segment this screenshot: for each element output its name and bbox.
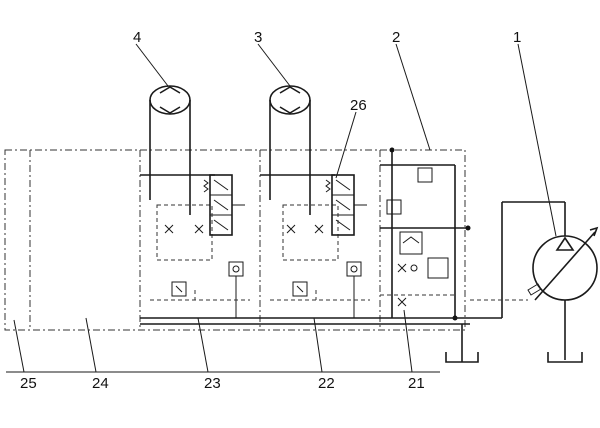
- label-21: 21: [408, 375, 425, 392]
- hydraulic-motor-icon: [149, 85, 191, 150]
- label-motor-3: 3: [254, 29, 262, 46]
- label-valve-26: 26: [350, 97, 367, 114]
- valve-block-left: [140, 150, 250, 318]
- label-22: 22: [318, 375, 335, 392]
- section-boundaries: [4, 149, 466, 331]
- label-23: 23: [204, 375, 221, 392]
- directional-valve-icon: [325, 174, 367, 236]
- directional-valve-icon: [203, 174, 245, 236]
- label-24: 24: [92, 375, 109, 392]
- tank-icon: [445, 352, 479, 363]
- variable-pump-icon: [470, 201, 599, 363]
- label-inlet-block-2: 2: [392, 29, 400, 46]
- leader-lines: [6, 43, 557, 373]
- valve-block-middle: [260, 150, 370, 318]
- hydraulic-motor-icon: [269, 85, 311, 150]
- component-labels: 4 3 2 1 26 25 24 23 22 21: [20, 29, 521, 392]
- label-pump-1: 1: [513, 29, 521, 46]
- manifold-lines: [140, 317, 470, 362]
- label-25: 25: [20, 375, 37, 392]
- inlet-block: [380, 147, 471, 321]
- label-motor-4: 4: [133, 29, 141, 46]
